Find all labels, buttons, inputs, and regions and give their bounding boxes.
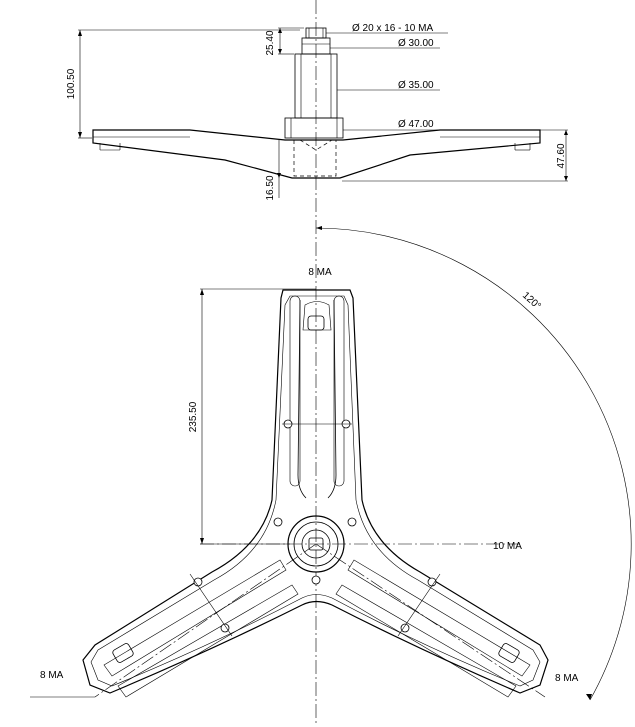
label-hole-right: 8 MA [555, 673, 579, 684]
spider-outline [82, 289, 549, 694]
angle-arc [315, 227, 632, 701]
dim-angle: 120° [520, 290, 543, 312]
side-view: 100.50 25.40 16.50 47.60 Ø 20 x 16 - 10 … [66, 0, 568, 725]
dim-arm-length: 235.50 [188, 401, 199, 432]
dim-shaft-d35: Ø 35.00 [398, 80, 434, 91]
label-hole-center: 10 MA [493, 541, 522, 552]
dim-hub-depth: 16.50 [265, 175, 276, 200]
top-mount-hole [307, 315, 325, 331]
label-hole-top: 8 MA [308, 267, 332, 278]
dim-total-depth: 47.60 [556, 143, 567, 168]
left-mount-hole [112, 643, 134, 663]
dim-shaft-d30: Ø 30.00 [398, 38, 434, 49]
spider-profile [92, 129, 541, 179]
hidden-bore [293, 140, 337, 177]
dim-hub-d47: Ø 47.00 [398, 119, 434, 130]
top-view: 235.50 120° 8 MA 10 MA 8 MA 8 MA [30, 226, 632, 701]
arm-top-slot-left [297, 299, 307, 499]
hub-d47 [284, 117, 344, 139]
dim-top-section: 25.40 [265, 30, 276, 55]
right-mount-hole [498, 643, 520, 663]
label-hole-left: 8 MA [40, 670, 64, 681]
dim-shaft-top: Ø 20 x 16 - 10 MA [352, 23, 433, 34]
dim-overall-height: 100.50 [66, 68, 77, 99]
